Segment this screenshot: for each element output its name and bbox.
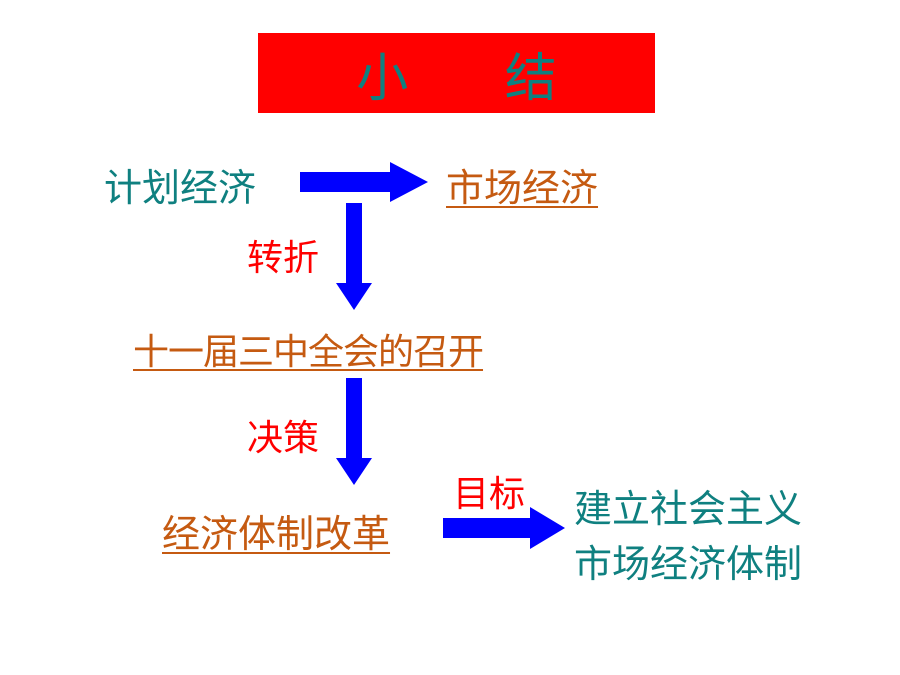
slide-title: 小 结 bbox=[356, 48, 597, 109]
node-goal-line-1: 建立社会主义 bbox=[574, 487, 803, 531]
node-market-economy: 市场经济 bbox=[446, 166, 599, 210]
edge-label-turning: 转折 bbox=[247, 238, 320, 279]
arrow-down-2 bbox=[336, 378, 372, 485]
node-planned-economy: 计划经济 bbox=[104, 166, 257, 210]
title-banner: 小 结 bbox=[258, 33, 655, 113]
node-plenum: 十一届三中全会的召开 bbox=[133, 332, 484, 373]
edge-label-target: 目标 bbox=[453, 474, 526, 515]
node-reform: 经济体制改革 bbox=[162, 512, 391, 556]
arrow-down-1 bbox=[336, 203, 372, 310]
arrow-right-top bbox=[300, 162, 428, 202]
edge-label-decision: 决策 bbox=[247, 418, 320, 459]
arrow-right-bottom bbox=[443, 507, 565, 549]
node-goal-line-2: 市场经济体制 bbox=[574, 542, 803, 586]
